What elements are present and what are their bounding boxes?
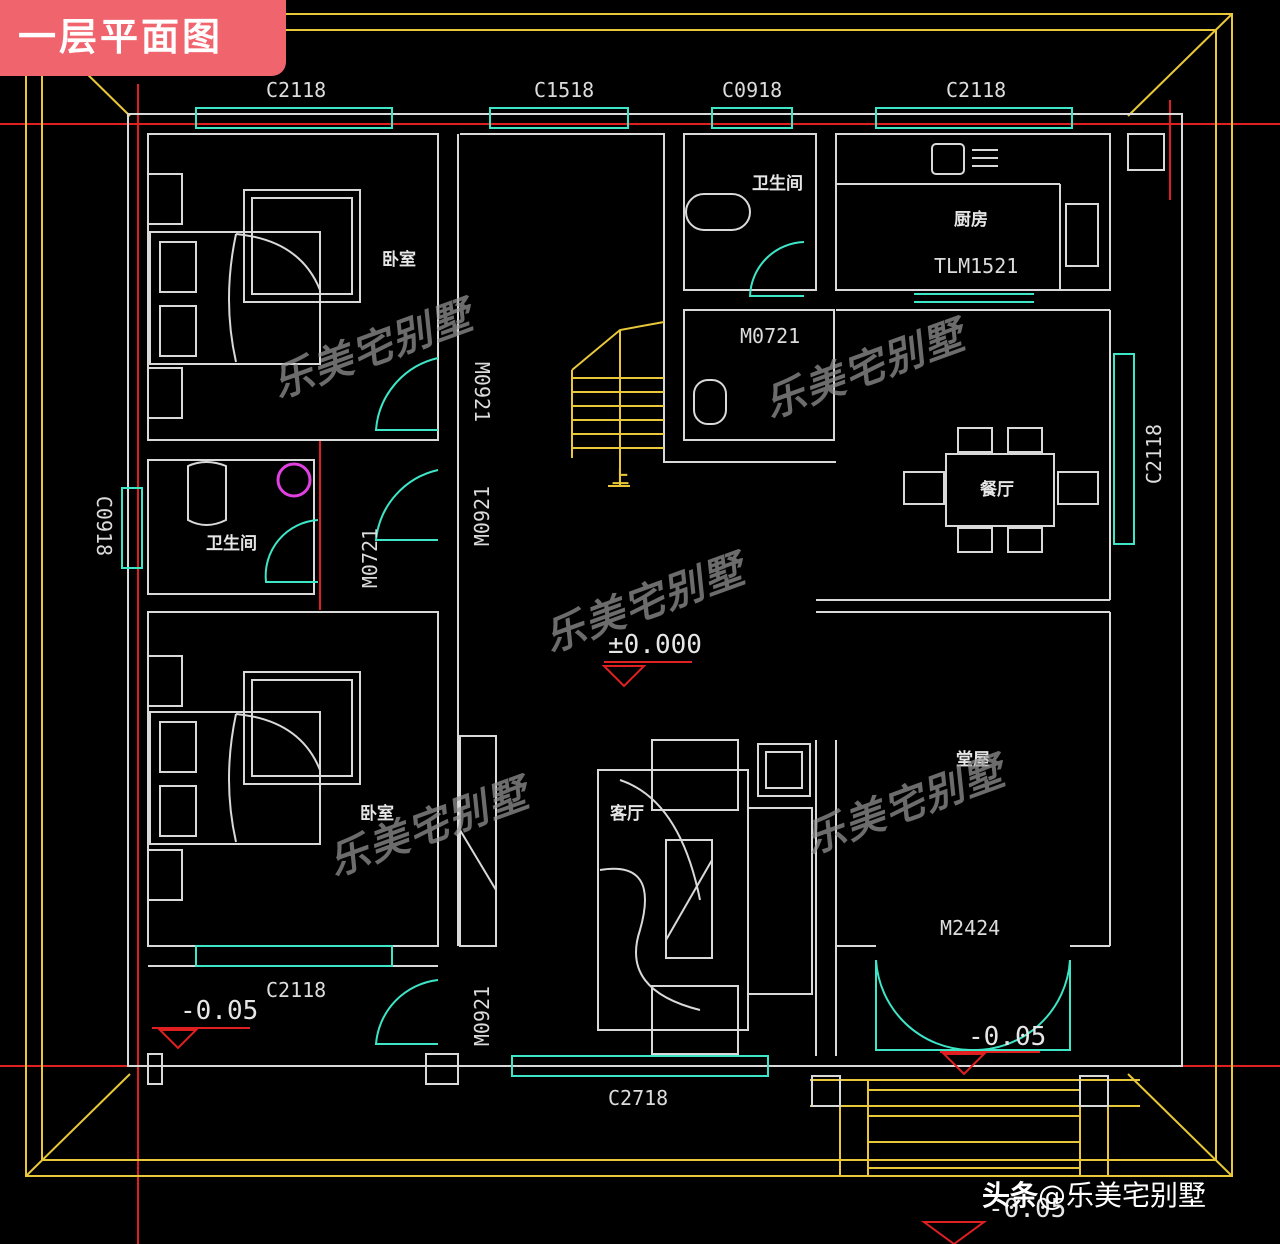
window-label-top-mid: C1518 — [534, 78, 595, 102]
room-label-kitchen: 厨房 — [954, 210, 988, 230]
window-label-bottom-left: C2118 — [266, 978, 327, 1002]
door-label-kitchen-slide: TLM1521 — [934, 254, 1019, 278]
elevation-main: ±0.000 — [608, 630, 702, 660]
door-label-bed2-upper: M0921 — [470, 485, 495, 547]
elevation-right: -0.05 — [968, 1022, 1047, 1052]
room-label-bedroom-top: 卧室 — [382, 250, 416, 270]
window-label-right: C2118 — [1142, 423, 1167, 485]
door-label-wc-left: M0721 — [358, 527, 383, 589]
door-label-bed2-lower: M0921 — [470, 985, 495, 1047]
elevation-bottom: -0.05 — [988, 1194, 1067, 1224]
window-label-top-wc: C0918 — [722, 78, 783, 102]
door-label-main: M2424 — [940, 916, 1001, 940]
brand-credit: 头条@乐美宅别墅 — [982, 1182, 1206, 1210]
room-label-dining: 餐厅 — [980, 480, 1014, 500]
elevation-left: -0.05 — [180, 996, 259, 1026]
door-label-wc-top: M0721 — [740, 324, 801, 348]
window-label-top-right: C2118 — [946, 78, 1007, 102]
page-title: 一层平面图 — [18, 15, 224, 59]
washbasin-magenta-icon — [276, 462, 312, 498]
stair-up-label: 上 — [612, 468, 629, 488]
brand-account: @乐美宅别墅 — [1038, 1179, 1207, 1212]
title-tag: 一层平面图 — [0, 0, 286, 76]
room-label-wc-top: 卫生间 — [752, 174, 803, 194]
room-label-living: 客厅 — [610, 804, 644, 824]
window-label-top-left: C2118 — [266, 78, 327, 102]
window-label-bottom-mid: C2718 — [608, 1086, 669, 1110]
window-label-left: C0918 — [92, 495, 117, 557]
room-label-hall: 堂屋 — [956, 750, 990, 770]
room-label-wc-left: 卫生间 — [206, 534, 257, 554]
room-label-bedroom-bottom: 卧室 — [360, 804, 394, 824]
door-label-bed1: M0921 — [470, 361, 495, 423]
brand-platform: 头条 — [982, 1179, 1039, 1212]
